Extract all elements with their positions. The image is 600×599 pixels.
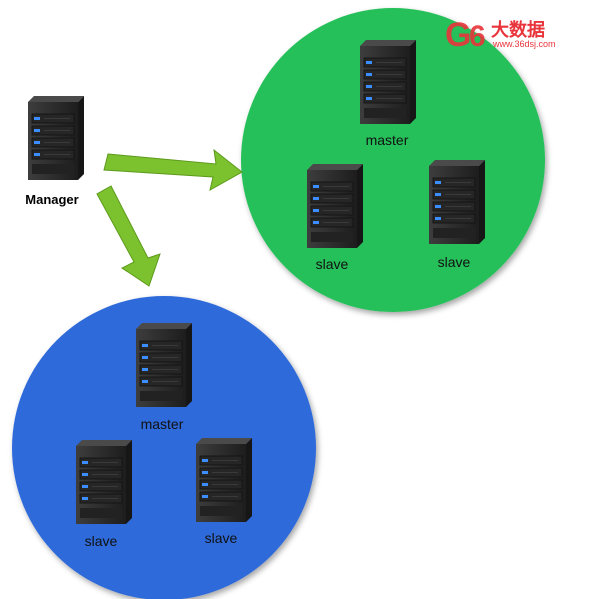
green-slave-label: slave bbox=[437, 254, 471, 270]
green-slave-server-icon bbox=[421, 160, 487, 244]
arrow-to-green-cluster bbox=[103, 148, 243, 191]
svg-text:6: 6 bbox=[469, 20, 486, 53]
brand-logo: G 6 大数据 www.36dsj.com bbox=[443, 14, 593, 54]
logo-brand: 大数据 bbox=[491, 20, 545, 40]
green-master-server-icon bbox=[352, 40, 418, 124]
logo-mark-icon: G 6 bbox=[445, 16, 486, 54]
blue-slave-server-icon bbox=[188, 438, 254, 522]
blue-slave-server-icon bbox=[68, 440, 134, 524]
manager-server-icon bbox=[20, 96, 86, 180]
svg-text:G: G bbox=[445, 16, 471, 54]
blue-master-server-icon bbox=[128, 323, 194, 407]
green-master-label: master bbox=[365, 132, 409, 148]
arrow-to-blue-cluster bbox=[96, 185, 161, 287]
green-slave-server-icon bbox=[299, 164, 365, 248]
manager-label: Manager bbox=[25, 192, 79, 207]
blue-slave-label: slave bbox=[204, 530, 238, 546]
logo-url: www.36dsj.com bbox=[493, 39, 556, 49]
blue-master-label: master bbox=[140, 416, 184, 432]
blue-slave-label: slave bbox=[84, 533, 118, 549]
green-slave-label: slave bbox=[315, 256, 349, 272]
